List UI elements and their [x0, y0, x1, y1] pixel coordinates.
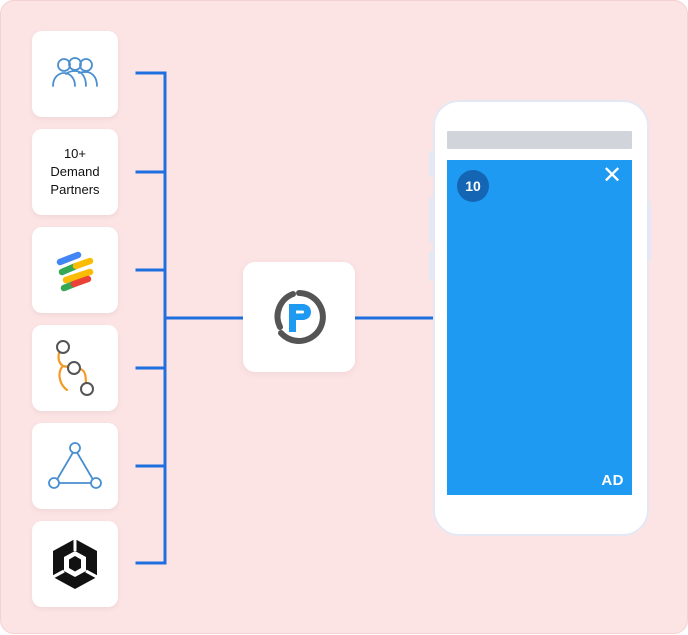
source-card-triangle-network	[32, 423, 118, 509]
users-group-icon	[52, 57, 98, 87]
phone-power-button	[647, 201, 651, 261]
demand-partners-label: 10+ Demand Partners	[50, 146, 100, 197]
phone-volume-down-button	[429, 251, 433, 281]
close-icon[interactable]: ✕	[601, 162, 623, 189]
ad-network-stripes-icon	[56, 251, 94, 292]
source-card-ad-network	[32, 227, 118, 313]
interstitial-ad[interactable]: 10 ✕ AD	[447, 160, 632, 495]
hub-card	[243, 262, 355, 372]
phone-side-button	[429, 151, 433, 177]
triangle-network-icon	[48, 442, 102, 489]
source-card-users	[32, 31, 118, 117]
source-card-demand-partners: 10+ Demand Partners	[32, 129, 118, 215]
ad-label: AD	[601, 472, 624, 489]
p-logo-icon	[274, 290, 326, 344]
unity-cube-icon	[52, 539, 98, 589]
phone-volume-up-button	[429, 197, 433, 243]
countdown-badge: 10	[457, 170, 489, 202]
phone-status-bar	[447, 131, 632, 149]
workflow-nodes-icon	[56, 340, 94, 396]
source-card-workflow	[32, 325, 118, 411]
source-card-unity	[32, 521, 118, 607]
